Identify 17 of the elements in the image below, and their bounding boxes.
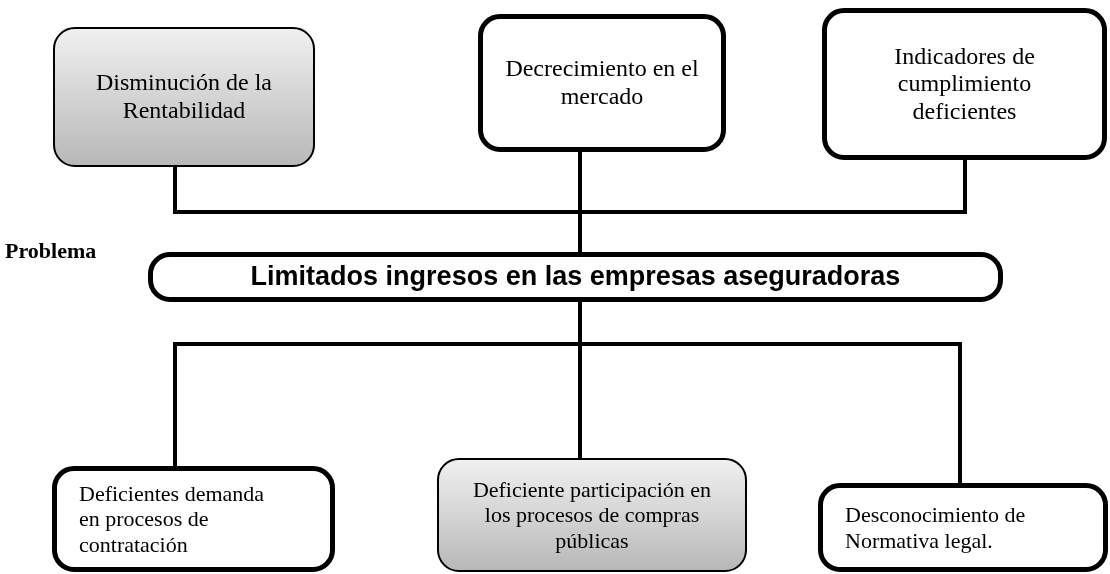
rounded-box <box>52 466 335 572</box>
box-text: Deficiente participación en los procesos de compras públicas <box>471 477 713 553</box>
box-text: Limitados ingresos en las empresas aseguradoras <box>250 261 901 293</box>
box-text: Disminución de la Rentabilidad <box>95 69 273 125</box>
shaded-box <box>53 27 315 167</box>
shaded-box <box>437 458 747 572</box>
rounded-box <box>148 252 1003 302</box>
box-text: Indicadores de cumplimiento deficientes <box>893 42 1036 126</box>
connector-line <box>578 160 967 252</box>
side-label: Problema <box>5 238 97 264</box>
box-text: Decrecimiento en el mercado <box>504 55 700 111</box>
box-text: Desconocimiento de Normativa legal. <box>845 502 1027 553</box>
rounded-box <box>478 14 726 152</box>
box-text: Deficientes demanda en procesos de contratación <box>79 481 266 557</box>
connector-line <box>578 302 962 483</box>
rounded-box <box>818 483 1108 572</box>
rounded-box <box>822 8 1107 160</box>
